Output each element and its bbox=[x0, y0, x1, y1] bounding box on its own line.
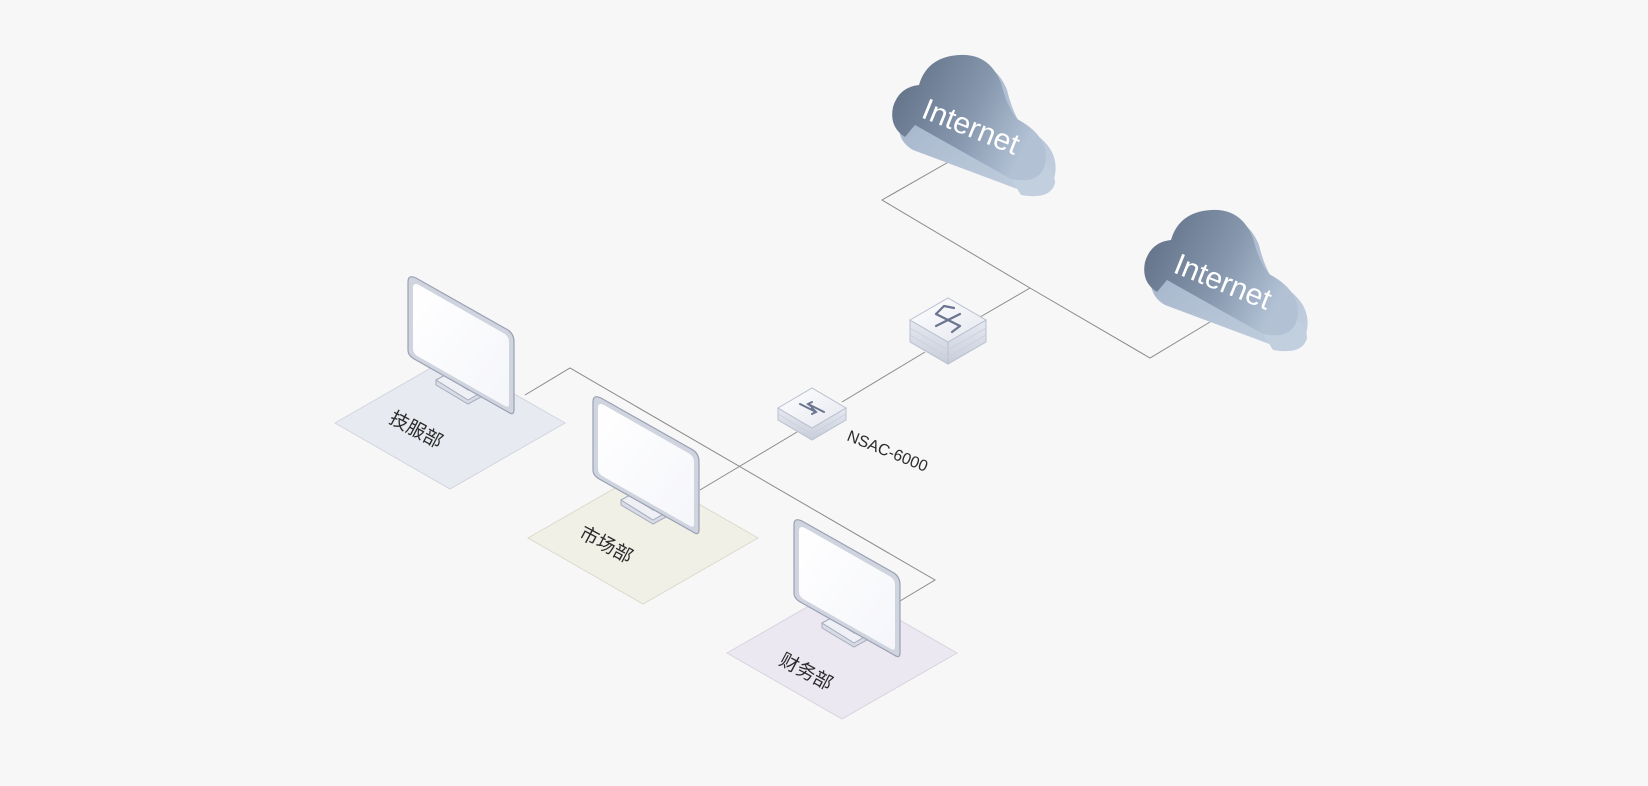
link-router-market bbox=[699, 431, 798, 491]
department-zones bbox=[333, 356, 959, 720]
gateway-label: NSAC-6000 bbox=[845, 428, 931, 476]
switch-icon bbox=[909, 297, 987, 365]
connection-lines bbox=[524, 159, 1211, 602]
link-backbone-switch bbox=[974, 287, 1031, 321]
link-tech-finance bbox=[524, 367, 936, 602]
link-backbone-cloud2 bbox=[1029, 287, 1211, 359]
router-icon bbox=[777, 387, 847, 441]
cloud-icon: Internet bbox=[892, 54, 1056, 197]
cloud-icon: Internet bbox=[1144, 209, 1308, 352]
monitor-icon bbox=[793, 519, 901, 658]
zone-marketing bbox=[526, 471, 760, 605]
monitor-icon bbox=[407, 276, 515, 415]
monitor-icon bbox=[592, 396, 700, 535]
link-cloud1-backbone bbox=[881, 159, 1031, 289]
link-switch-router bbox=[841, 351, 926, 403]
